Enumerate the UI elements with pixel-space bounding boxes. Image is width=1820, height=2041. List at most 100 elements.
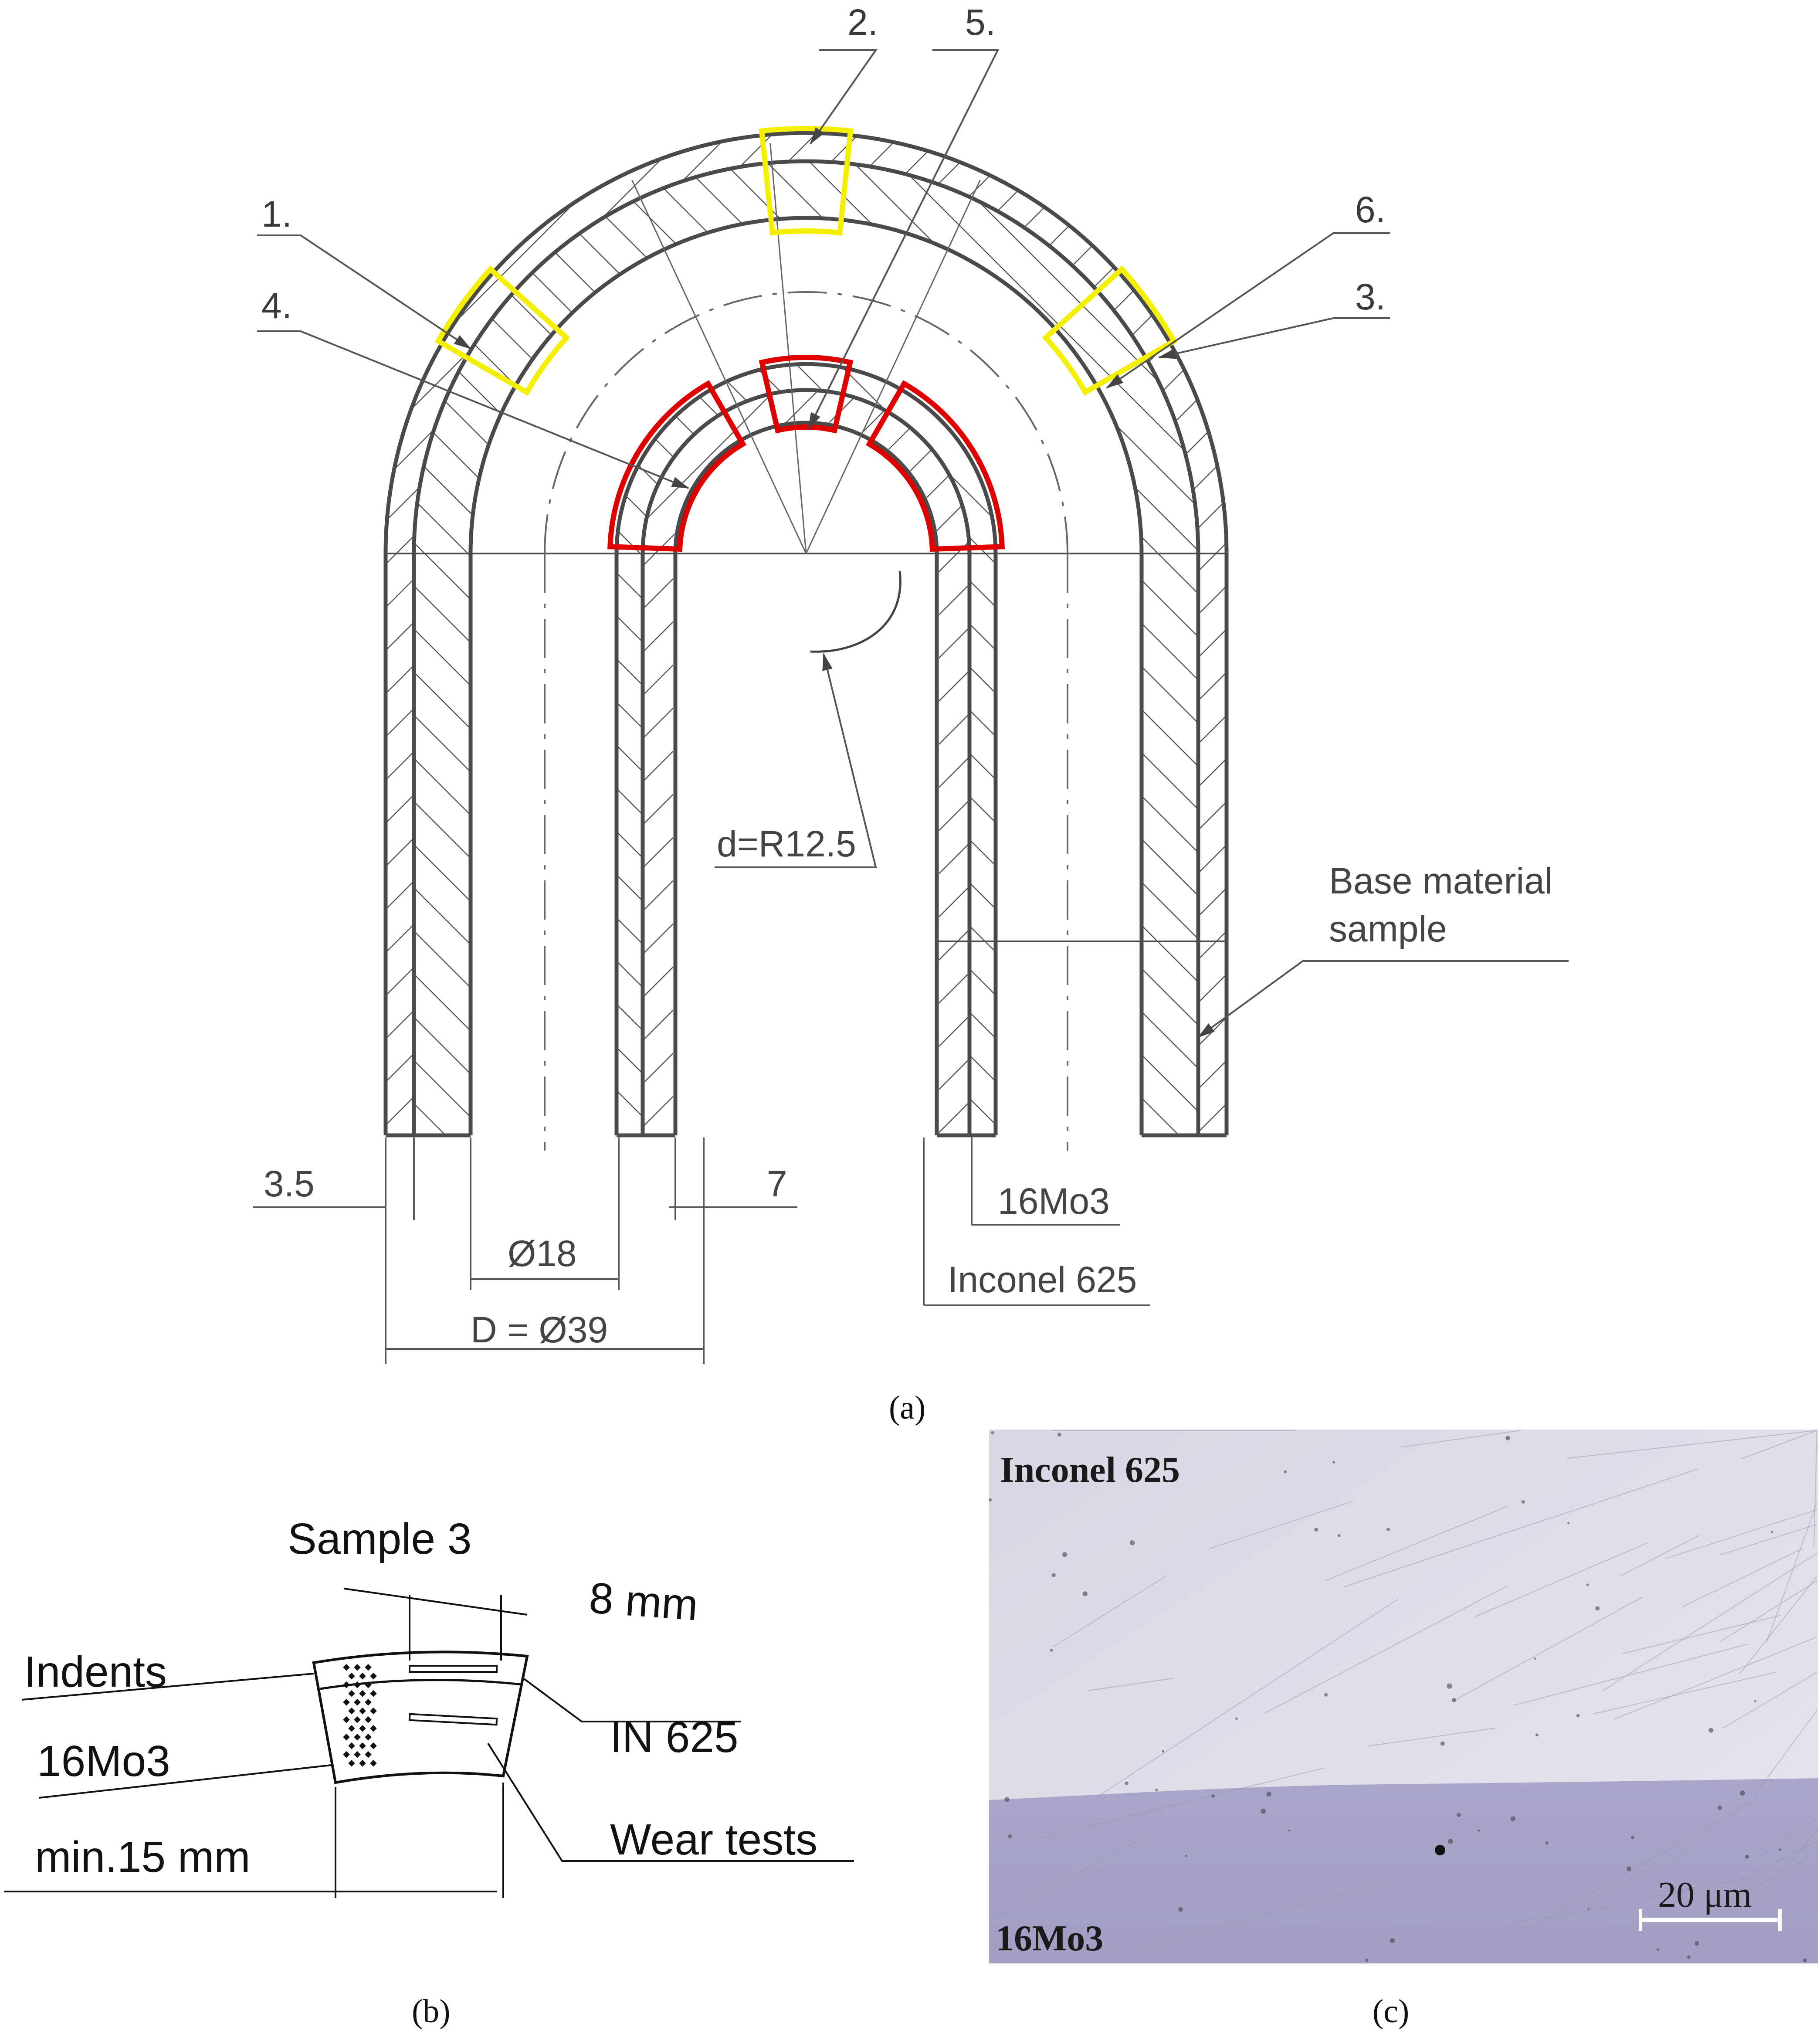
micrograph-label-inconel: Inconel 625 (1000, 1450, 1180, 1490)
indent-mark (354, 1681, 361, 1688)
label-region-6: 6. (1355, 189, 1386, 230)
label-region-1: 1. (261, 194, 292, 234)
dim-bend-radius: d=R12.5 (717, 823, 856, 864)
pore (1447, 1684, 1452, 1689)
outer-cladding-hatch (386, 133, 1227, 1135)
pore (991, 1431, 994, 1434)
pore (1008, 1834, 1012, 1838)
pore (1178, 1907, 1183, 1912)
pore (1522, 1500, 1525, 1504)
pore (1687, 1956, 1691, 1959)
pore (1740, 1790, 1745, 1796)
caption-c: (c) (1373, 1993, 1409, 2030)
pore (1332, 1461, 1335, 1464)
pore (1457, 1813, 1461, 1817)
indent-mark (370, 1673, 377, 1680)
micrograph-lower-16mo3 (989, 1778, 1818, 1963)
pore (1586, 1583, 1589, 1586)
inclusion (1435, 1845, 1445, 1855)
pipe-walls-hatched (386, 133, 1227, 1135)
pore (1324, 1693, 1328, 1697)
micrograph-label-16mo3: 16Mo3 (996, 1918, 1103, 1959)
base-material-label-2: sample (1329, 908, 1447, 949)
indent-mark (348, 1760, 355, 1767)
pore (1314, 1528, 1318, 1532)
label-16mo3: 16Mo3 (37, 1737, 170, 1786)
panel-b-leader-0 (344, 1589, 527, 1615)
indent-mark (359, 1742, 366, 1749)
pore (1708, 1728, 1713, 1733)
pore (1261, 1809, 1266, 1814)
scale-bar-label: 20 μm (1658, 1875, 1752, 1915)
material-inconel: Inconel 625 (948, 1259, 1137, 1300)
pore (1595, 1606, 1600, 1611)
indent-mark (343, 1664, 350, 1671)
pore (1235, 1718, 1238, 1720)
label-region-2: 2. (847, 2, 878, 43)
indent-mark (365, 1664, 372, 1671)
panel-c-micrograph: Inconel 625 16Mo3 20 μm (c) (989, 1430, 1818, 2030)
wear-track-1 (410, 1666, 497, 1672)
pore (1803, 1958, 1807, 1962)
indent-mark (343, 1751, 350, 1758)
pore (1284, 1470, 1287, 1474)
indent-mark (365, 1699, 372, 1706)
indent-mark (359, 1690, 366, 1697)
pore (1211, 1794, 1214, 1797)
pore (1657, 1949, 1659, 1951)
indent-mark (348, 1742, 355, 1749)
pore (1125, 1782, 1129, 1785)
indent-mark (348, 1673, 355, 1680)
pore (1576, 1714, 1580, 1718)
indent-mark (359, 1725, 366, 1732)
leader-B (1198, 961, 1569, 1037)
pore (1062, 1552, 1067, 1557)
pore (1448, 1839, 1453, 1844)
pore (1162, 1750, 1164, 1752)
indent-mark (354, 1664, 361, 1671)
indent-mark (343, 1699, 350, 1706)
pore (1718, 1806, 1722, 1810)
label-region-3: 3. (1355, 276, 1386, 317)
indent-mark (354, 1734, 361, 1741)
pore (1754, 1700, 1756, 1702)
indent-mark (348, 1725, 355, 1732)
indent-mark (370, 1725, 377, 1732)
indent-mark (365, 1751, 372, 1758)
label-indents: Indents (24, 1647, 167, 1696)
dim-diameter-18: Ø18 (508, 1233, 577, 1274)
pore (1545, 1841, 1549, 1844)
indent-mark (370, 1690, 377, 1697)
indent-mark (354, 1699, 361, 1706)
base-material-label-1: Base material (1329, 860, 1553, 901)
pore (1386, 1528, 1390, 1531)
label-in625: IN 625 (610, 1713, 739, 1762)
pore (989, 1498, 992, 1501)
pore (1057, 1433, 1061, 1437)
pore (1771, 1531, 1773, 1533)
indent-mark (365, 1716, 372, 1723)
label-min15mm: min.15 mm (35, 1833, 251, 1881)
pore (1695, 1941, 1699, 1946)
pore (1478, 1830, 1480, 1832)
sample-interface (320, 1680, 522, 1689)
pore (1288, 1830, 1290, 1831)
sample-title: Sample 3 (288, 1515, 471, 1563)
indent-mark (359, 1760, 366, 1767)
leader-3 (1159, 318, 1390, 357)
pore (1452, 1698, 1456, 1702)
pore (1567, 1522, 1569, 1524)
dim-8mm: 8 mm (587, 1573, 699, 1630)
pore (1130, 1540, 1135, 1545)
material-16mo3: 16Mo3 (998, 1181, 1110, 1222)
pore (1745, 1855, 1749, 1859)
pore (1267, 1792, 1271, 1796)
pore (1440, 1741, 1445, 1746)
panel-a-technical-drawing: 2. 5. 1. 6. 4. 3. d=R12.5 Base material … (253, 2, 1569, 1426)
indent-mark (365, 1734, 372, 1741)
indent-mark (370, 1760, 377, 1767)
label-region-5: 5. (965, 2, 996, 43)
panel-b-sample-sketch: Sample 3 8 mm Indents IN 625 16Mo3 Wear … (4, 1515, 854, 2030)
